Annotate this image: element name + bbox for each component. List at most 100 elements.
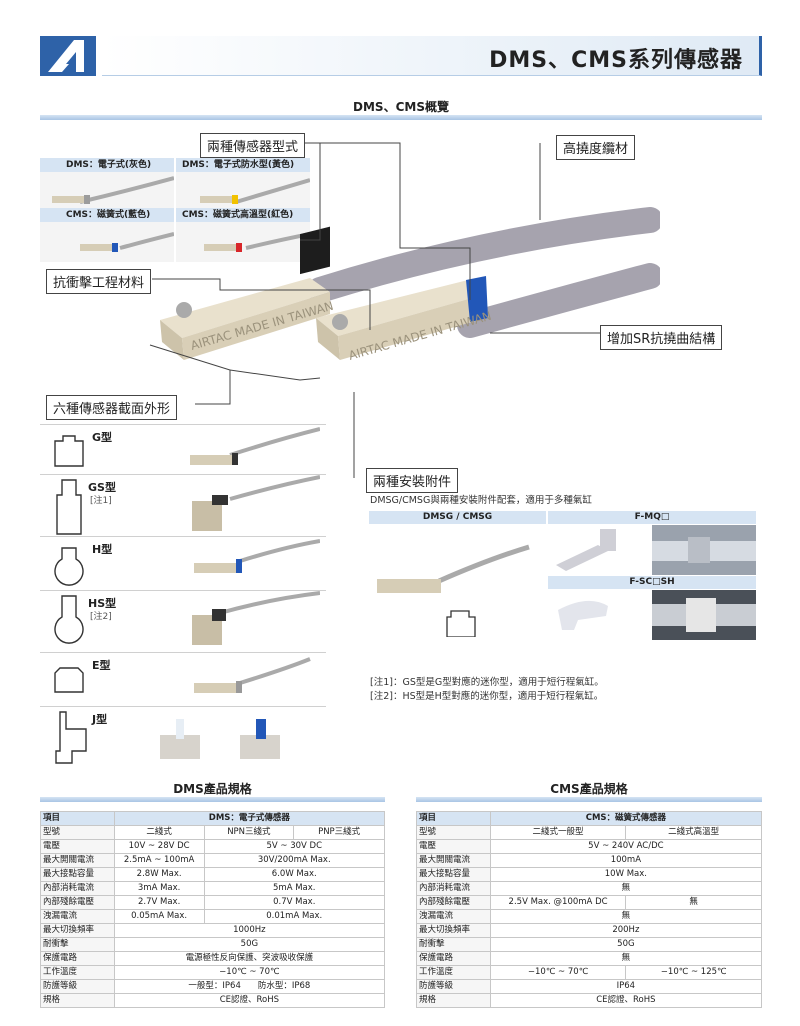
dmsg-sensor-image (377, 544, 530, 637)
row-key: 耐衝擊 (40, 937, 115, 952)
cell: 一般型：IP64 防水型：IP68 (113, 979, 386, 994)
j-section-icon (55, 711, 87, 764)
shape-name: G型 (92, 431, 113, 444)
shape-row-j: J型 (40, 706, 326, 766)
row-key: 耐衝擊 (416, 937, 491, 952)
cms-spec-title: CMS產品規格 (550, 782, 628, 796)
cell: 30V/200mA Max. (203, 853, 386, 868)
row-key: 洩漏電流 (40, 909, 115, 924)
g-section-icon (54, 435, 84, 467)
type-thumb-cms-red (176, 222, 311, 262)
page-title: DMS、CMS系列傳感器 (489, 48, 743, 73)
type-thumb-cms-blue (40, 222, 175, 262)
table-header: 項目 (416, 811, 491, 826)
shape-name: E型 (92, 659, 111, 672)
sensor-product-illustration: AIRTAC MADE IN TAIWAN AIRTAC MADE IN TAI… (160, 207, 660, 363)
cell: −10℃ ~ 125℃ (625, 965, 762, 980)
gs-section-icon (56, 479, 82, 535)
table-header: CMS：磁簧式傳感器 (489, 811, 763, 826)
callout-two-types: 兩種傳感器型式 (200, 133, 306, 158)
callout-six-shapes: 六種傳感器截面外形 (46, 395, 178, 420)
row-key: 工作溫度 (416, 965, 491, 980)
cell: 100mA (489, 853, 763, 868)
cell: 5V ~ 30V DC (203, 839, 386, 854)
type-label-dms-yellow: DMS：電子式防水型(黃色) (176, 158, 310, 172)
accessory-col-dmsg: DMSG / CMSG (369, 511, 546, 524)
cell: 5mA Max. (203, 881, 386, 896)
callout-anti-shock: 抗衝擊工程材料 (46, 269, 152, 294)
accessory-col-fsc: F-SC□SH (548, 576, 756, 589)
type-label-cms-red: CMS：磁簧式高溫型(紅色) (176, 208, 310, 222)
cell: 10V ~ 28V DC (113, 839, 205, 854)
cell: 2.5mA ~ 100mA (113, 853, 205, 868)
cell: 5V ~ 240V AC/DC (489, 839, 763, 854)
cell: 二綫式一般型 (489, 825, 627, 840)
h-sensor-image (194, 539, 320, 573)
shape-row-gs: GS型 [注1] (40, 474, 326, 536)
row-key: 內部殘餘電壓 (40, 895, 115, 910)
overview-band: DMS、CMS概覽 (40, 98, 762, 120)
shape-name: HS型 (88, 597, 117, 610)
cell: 2.5V Max. @100mA DC (489, 895, 627, 910)
table-header: DMS：電子式傳感器 (113, 811, 386, 826)
fsc-bracket-image (548, 590, 756, 640)
cell: 0.7V Max. (203, 895, 386, 910)
row-key: 內部消耗電流 (40, 881, 115, 896)
shape-note: [注1] (90, 496, 112, 506)
row-key: 規格 (416, 993, 491, 1008)
callout-high-flex: 高撓度纜材 (556, 135, 636, 160)
row-key: 最大切換頻率 (40, 923, 115, 938)
cell: 無 (489, 909, 763, 924)
cell: PNP三綫式 (293, 825, 385, 840)
row-key: 防護等級 (40, 979, 115, 994)
row-key: 型號 (416, 825, 491, 840)
cell: 2.8W Max. (113, 867, 205, 882)
gs-sensor-image (192, 475, 320, 531)
row-key: 內部消耗電流 (416, 881, 491, 896)
cell: 無 (489, 881, 763, 896)
cell: 0.01mA Max. (203, 909, 386, 924)
row-key: 最大開關電流 (416, 853, 491, 868)
accessories-description: DMSG/CMSG與兩種安裝附件配套，適用于多種氣缸 (370, 495, 592, 506)
shape-name: J型 (92, 713, 108, 726)
note-1: [注1]：GS型是G型對應的迷你型，適用于短行程氣缸。 (370, 677, 604, 688)
shape-row-g: G型 (40, 424, 326, 474)
h-section-icon (54, 547, 84, 586)
cell: IP64 (489, 979, 763, 994)
hs-sensor-image (192, 591, 320, 645)
type-label-dms-gray: DMS：電子式(灰色) (40, 158, 174, 172)
type-label-cms-blue: CMS：磁簧式(藍色) (40, 208, 174, 222)
row-key: 保護電路 (416, 951, 491, 966)
row-key: 工作溫度 (40, 965, 115, 980)
cell: 200Hz (489, 923, 763, 938)
row-key: 最大開關電流 (40, 853, 115, 868)
row-key: 最大接點容量 (416, 867, 491, 882)
cell: 50G (489, 937, 763, 952)
cell: 無 (489, 951, 763, 966)
note-2: [注2]：HS型是H型對應的迷你型，適用于短行程氣缸。 (370, 691, 604, 702)
page-header: DMS、CMS系列傳感器 (40, 36, 762, 76)
cell: 電源極性反向保護、突波吸收保護 (113, 951, 386, 966)
cms-spec-band: CMS產品規格 (416, 780, 762, 802)
e-sensor-image (194, 657, 311, 693)
shape-name: H型 (92, 543, 113, 556)
accessory-col-fmq: F-MQ□ (548, 511, 756, 524)
type-thumb-dms-yellow (176, 172, 311, 212)
row-key: 型號 (40, 825, 115, 840)
shape-name: GS型 (88, 481, 116, 494)
dms-spec-title: DMS產品規格 (173, 782, 252, 796)
cell: −10℃ ~ 70℃ (113, 965, 386, 980)
table-header: 項目 (40, 811, 115, 826)
row-key: 電壓 (40, 839, 115, 854)
row-key: 防護等級 (416, 979, 491, 994)
cell: 2.7V Max. (113, 895, 205, 910)
cell: CE認證、RoHS (489, 993, 763, 1008)
type-thumb-dms-gray (40, 172, 175, 212)
cell: 50G (113, 937, 386, 952)
cell: 二綫式高溫型 (625, 825, 762, 840)
airtac-logo (40, 36, 96, 76)
fmq-bracket-image (548, 525, 756, 575)
shape-note: [注2] (90, 612, 112, 622)
